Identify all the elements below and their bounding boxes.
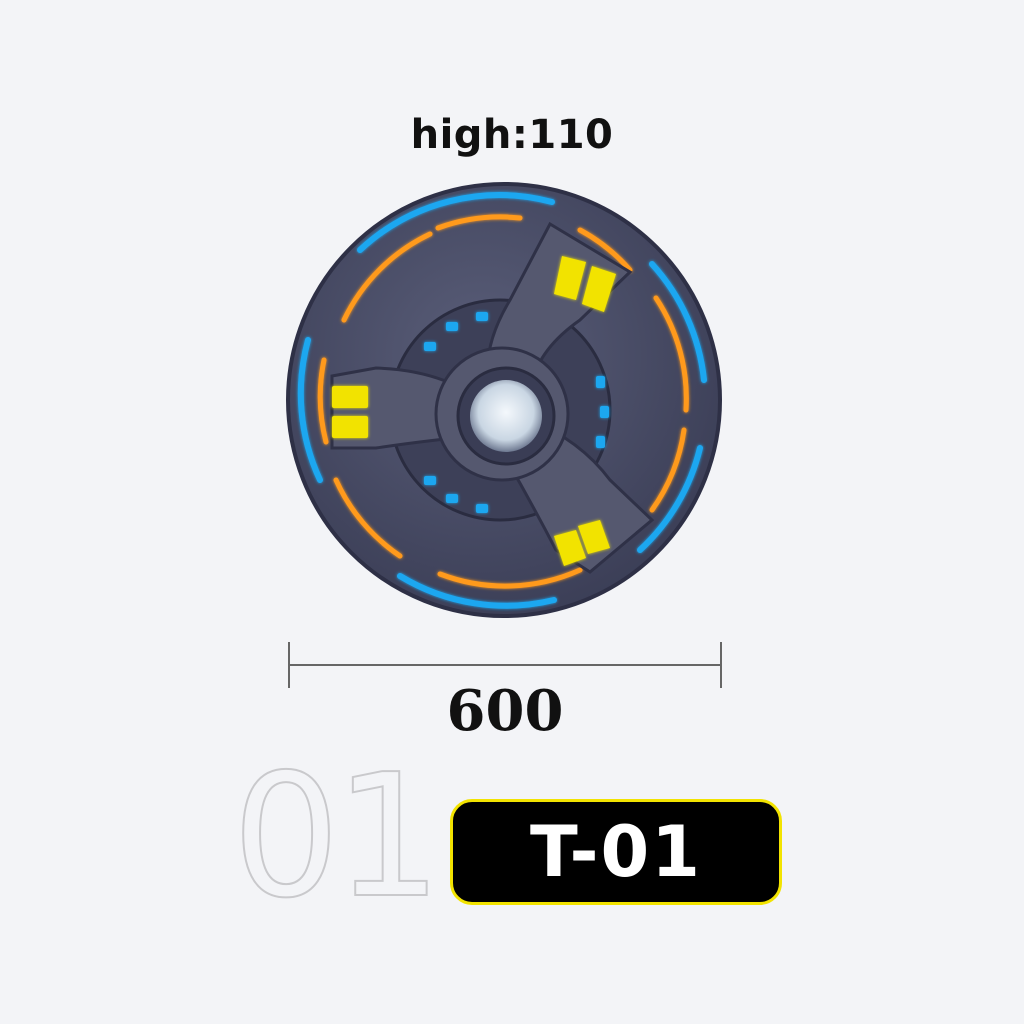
model-badge: T-01 <box>450 799 782 905</box>
yellow-lights <box>332 256 616 566</box>
hub-center <box>470 380 542 452</box>
orange-light-ring <box>317 214 689 589</box>
width-dimension-line <box>288 642 722 688</box>
dimension-tick-right <box>720 642 722 688</box>
width-label: 600 <box>446 678 564 744</box>
product-image <box>280 180 730 620</box>
blue-light-ring <box>297 192 707 609</box>
dimension-bar <box>288 664 722 666</box>
inner-blue-dots <box>424 312 609 513</box>
height-label: high:110 <box>410 112 614 158</box>
spinning-disc-icon <box>286 182 722 618</box>
item-number: 01 <box>231 738 443 936</box>
